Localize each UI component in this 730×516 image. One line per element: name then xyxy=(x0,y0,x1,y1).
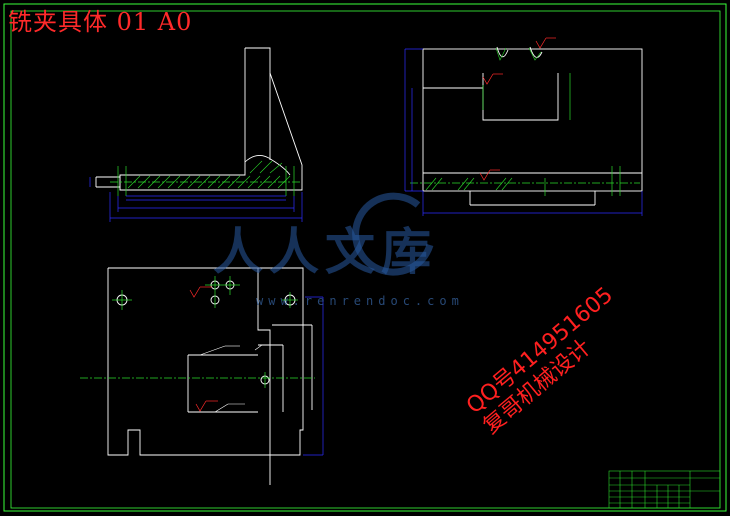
watermark-logo xyxy=(352,192,434,276)
title-block xyxy=(608,470,721,509)
side-view-roughness-marks xyxy=(189,286,218,412)
front-view-hatch xyxy=(127,160,291,189)
top-view-roughness-marks xyxy=(479,37,556,181)
top-view-dimensions xyxy=(404,48,643,216)
drawing-title: 铣夹具体 01 A0 xyxy=(8,8,193,36)
top-view-centerlines xyxy=(410,73,640,196)
watermark-url: www.renrendoc.com xyxy=(256,294,464,308)
front-view-centerlines xyxy=(110,166,300,196)
side-view-dimensions xyxy=(303,296,324,456)
side-view-annotations xyxy=(199,344,276,413)
front-view xyxy=(95,47,303,191)
side-view-centerlines xyxy=(80,276,315,388)
outer-border xyxy=(3,3,727,512)
watermark-brand: 人人文库 xyxy=(213,223,437,281)
top-view-hatch xyxy=(425,47,542,191)
top-view xyxy=(422,46,643,206)
front-view-dimensions xyxy=(89,177,303,222)
inner-border xyxy=(10,10,721,509)
